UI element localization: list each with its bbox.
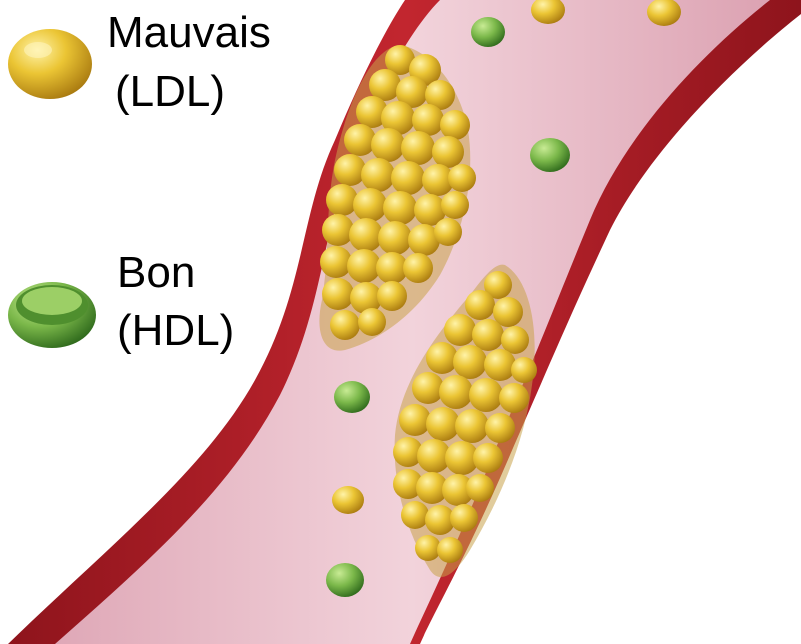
legend-ldl-abbreviation: (LDL) <box>115 66 225 118</box>
legend-hdl-abbreviation: (HDL) <box>117 305 234 357</box>
legend-ldl-name: Mauvais <box>107 7 271 59</box>
legend-hdl-name: Bon <box>117 247 195 299</box>
hdl-particle-icon <box>8 282 96 348</box>
ldl-particle-icon <box>8 29 92 99</box>
